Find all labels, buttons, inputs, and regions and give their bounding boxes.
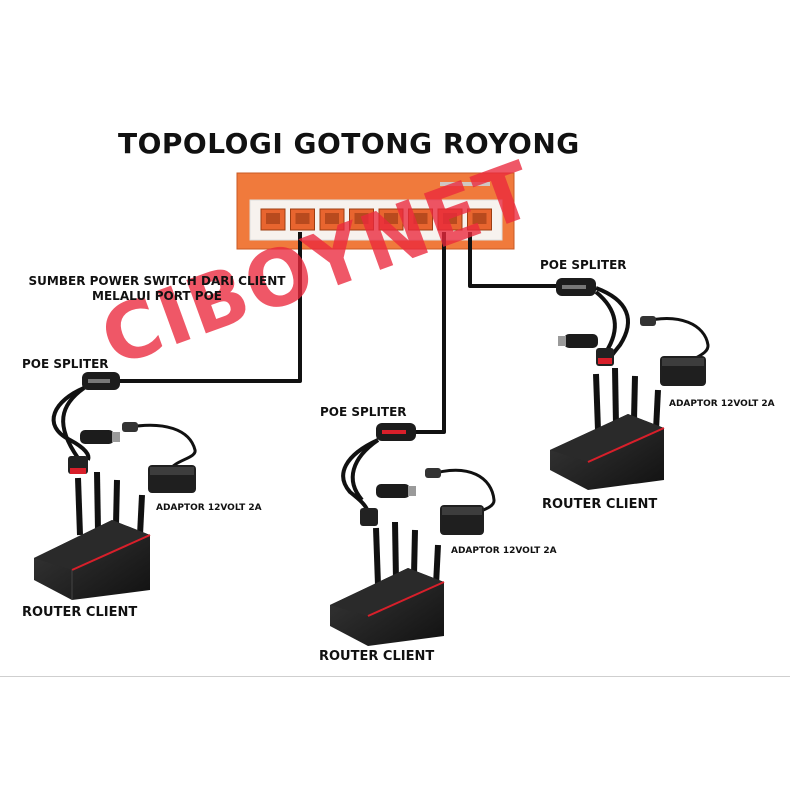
switch-port-socket <box>384 213 398 224</box>
cable-to-middle-splitter <box>414 232 446 434</box>
power-adaptor-middle <box>425 468 496 535</box>
network-switch <box>236 172 515 250</box>
switch-port-socket <box>325 213 339 224</box>
switch-port-socket <box>354 213 369 224</box>
router-label-middle: ROUTER CLIENT <box>319 649 435 664</box>
switch-port-socket <box>472 213 487 224</box>
switch-ports <box>260 208 492 231</box>
splitter-label-middle: POE SPLITER <box>320 405 407 419</box>
splitter-label-left: POE SPLITER <box>22 357 109 371</box>
poe-splitter-middle <box>341 423 416 526</box>
power-adaptor-right <box>640 316 710 386</box>
adaptor-label-right: ADAPTOR 12VOLT 2A <box>669 399 775 409</box>
power-source-note: SUMBER POWER SWITCH DARI CLIENT MELALUI … <box>12 274 302 304</box>
right-node <box>550 278 710 490</box>
router-label-left: ROUTER CLIENT <box>22 605 138 620</box>
splitter-label-right: POE SPLITER <box>540 258 627 272</box>
diagram-title: TOPOLOGI GOTONG ROYONG <box>118 127 580 160</box>
power-note-line-1: SUMBER POWER SWITCH DARI CLIENT <box>28 274 286 288</box>
cable-to-right-splitter <box>468 232 558 288</box>
bottom-divider <box>0 676 790 677</box>
router-label-right: ROUTER CLIENT <box>542 497 658 512</box>
switch-port-socket <box>295 213 310 224</box>
poe-splitter-left <box>51 372 120 474</box>
router-middle <box>330 521 445 646</box>
cable-to-left-splitter <box>118 232 302 383</box>
router-left <box>34 471 151 600</box>
middle-node <box>330 423 496 646</box>
adaptor-label-middle: ADAPTOR 12VOLT 2A <box>451 546 557 556</box>
switch-port-socket <box>413 213 428 224</box>
power-adaptor-left <box>122 422 197 493</box>
switch-port-socket <box>443 213 457 224</box>
adaptor-label-left: ADAPTOR 12VOLT 2A <box>156 503 262 513</box>
power-note-line-2: MELALUI PORT POE <box>92 289 222 303</box>
switch-port-socket <box>266 213 280 224</box>
uplink-cables <box>118 232 558 434</box>
router-right <box>550 367 665 490</box>
poe-splitter-right <box>556 278 630 366</box>
left-node <box>34 372 197 600</box>
